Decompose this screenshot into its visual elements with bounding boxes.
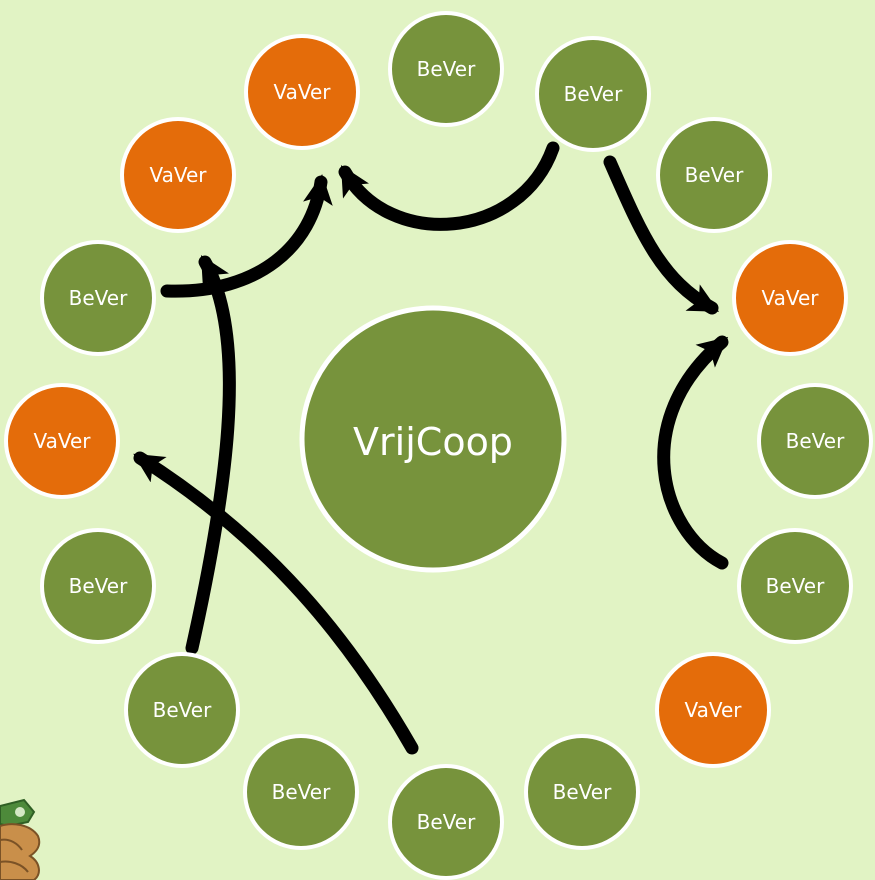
node-vaver-12: VaVer [4, 383, 120, 499]
nodes-layer: BeVerBeVerBeVerVaVerBeVerBeVerVaVerBeVer… [4, 11, 873, 880]
node-vaver-14: VaVer [120, 117, 236, 233]
node-circle [656, 117, 772, 233]
node-circle [388, 11, 504, 127]
node-label: BeVer [417, 810, 476, 834]
node-label: BeVer [272, 780, 331, 804]
node-circle [244, 34, 360, 150]
node-label: BeVer [69, 286, 128, 310]
node-circle [40, 528, 156, 644]
node-label: BeVer [786, 429, 845, 453]
node-circle [732, 240, 848, 356]
node-bever-11: BeVer [40, 528, 156, 644]
arrow-bottom-left-up-to-vaver [185, 255, 236, 655]
arrows-layer [133, 141, 729, 755]
center-node: VrijCoop [299, 305, 567, 573]
node-circle [120, 117, 236, 233]
node-vaver-15: VaVer [244, 34, 360, 150]
arrow-top-to-right-vaver [603, 155, 720, 315]
node-bever-8: BeVer [388, 764, 504, 880]
node-label: BeVer [553, 780, 612, 804]
node-circle [40, 240, 156, 356]
node-label: BeVer [766, 574, 825, 598]
node-label: BeVer [153, 698, 212, 722]
node-circle [124, 652, 240, 768]
node-label: BeVer [564, 82, 623, 106]
node-label: VaVer [149, 163, 207, 187]
node-label: BeVer [417, 57, 476, 81]
node-circle [4, 383, 120, 499]
node-circle [757, 383, 873, 499]
node-bever-1: BeVer [535, 36, 651, 152]
node-label: VaVer [761, 286, 819, 310]
node-bever-13: BeVer [40, 240, 156, 356]
node-label: VaVer [684, 698, 742, 722]
node-circle [388, 764, 504, 880]
node-label: BeVer [685, 163, 744, 187]
node-bever-0: BeVer [388, 11, 504, 127]
node-vaver-6: VaVer [655, 652, 771, 768]
arrow-bottom-to-left-vaver [133, 451, 419, 755]
node-circle [243, 734, 359, 850]
node-circle [524, 734, 640, 850]
money-bag-icon [0, 798, 42, 880]
node-bever-10: BeVer [124, 652, 240, 768]
node-bever-9: BeVer [243, 734, 359, 850]
node-circle [737, 528, 853, 644]
node-bever-5: BeVer [737, 528, 853, 644]
node-bever-4: BeVer [757, 383, 873, 499]
node-bever-7: BeVer [524, 734, 640, 850]
arrow-top-to-vaver [338, 141, 560, 231]
node-label: VaVer [273, 80, 331, 104]
node-circle [535, 36, 651, 152]
center-label: VrijCoop [353, 420, 513, 464]
arrow-right-up-to-vaver [657, 335, 729, 570]
arrow-left-bever-to-vaver [160, 174, 333, 298]
node-bever-2: BeVer [656, 117, 772, 233]
node-circle [655, 652, 771, 768]
node-label: VaVer [33, 429, 91, 453]
node-label: BeVer [69, 574, 128, 598]
node-vaver-3: VaVer [732, 240, 848, 356]
